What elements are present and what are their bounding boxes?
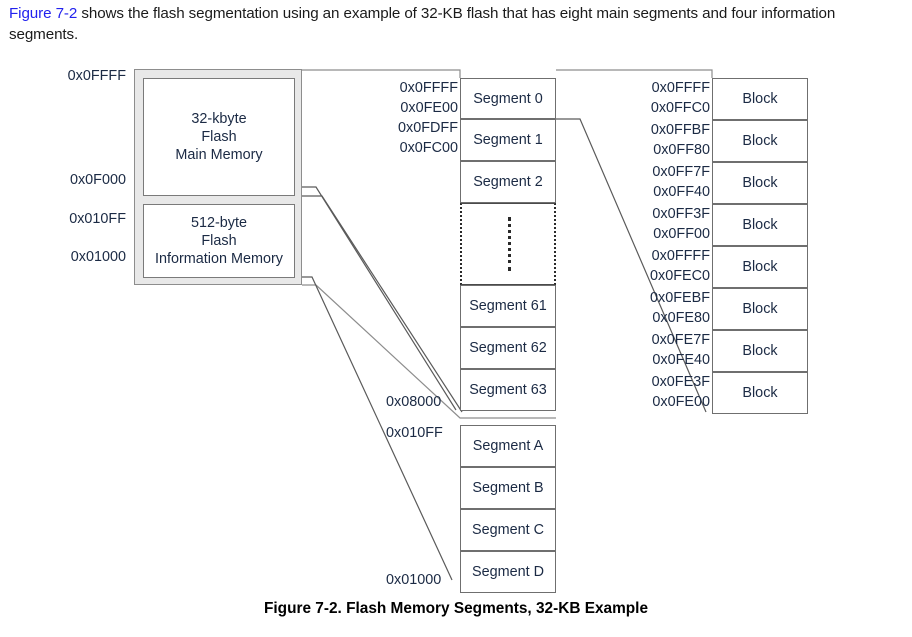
left-address-label: 0x01000: [70, 249, 126, 265]
block-cell: Block: [712, 372, 808, 414]
segment-cell: Segment 1: [460, 119, 556, 161]
info-segment-address-label: 0x010FF: [386, 425, 443, 441]
segment-cell: Segment 0: [460, 78, 556, 119]
info-memory-type: Flash: [201, 233, 237, 249]
figure-caption: Figure 7-2. Flash Memory Segments, 32-KB…: [263, 600, 649, 617]
segment-cell: Segment 62: [460, 327, 556, 369]
info-memory-size: 512-byte: [190, 215, 247, 231]
intro-body-text: shows the flash segmentation using an ex…: [9, 5, 836, 43]
block-cell: Block: [712, 120, 808, 162]
information-memory-box: 512-byte Flash Information Memory: [143, 204, 295, 278]
info-segment-cell: Segment C: [460, 509, 556, 551]
block-address-label: 0x0FE80: [652, 310, 710, 326]
main-memory-name: Main Memory: [175, 147, 263, 163]
block-address-label: 0x0FF00: [653, 226, 710, 242]
intro-paragraph: Figure 7-2 shows the flash segmentation …: [9, 3, 899, 45]
block-address-label: 0x0FFFF: [651, 248, 710, 264]
info-memory-name: Information Memory: [155, 251, 283, 267]
block-address-label: 0x0FE40: [652, 352, 710, 368]
figure-reference-link[interactable]: Figure 7-2: [9, 5, 78, 22]
segment-ellipsis-cell: [460, 203, 556, 285]
segment-cell: Segment 63: [460, 369, 556, 411]
segment-address-label: 0x08000: [386, 394, 442, 410]
main-memory-type: Flash: [201, 129, 237, 145]
segment-address-label: 0x0FFFF: [399, 80, 458, 96]
segment-address-label: 0x0FC00: [399, 140, 458, 156]
segment-address-label: 0x0FE00: [400, 100, 458, 116]
block-address-label: 0x0FE7F: [651, 332, 710, 348]
segment-cell: Segment 2: [460, 161, 556, 203]
block-address-label: 0x0FE3F: [651, 374, 710, 390]
block-cell: Block: [712, 162, 808, 204]
block-cell: Block: [712, 246, 808, 288]
block-address-label: 0x0FF3F: [652, 206, 710, 222]
info-segment-cell: Segment B: [460, 467, 556, 509]
main-memory-box: 32-kbyte Flash Main Memory: [143, 78, 295, 196]
block-address-label: 0x0FFBF: [650, 122, 710, 138]
left-address-label: 0x010FF: [69, 211, 126, 227]
block-address-label: 0x0FEC0: [650, 268, 710, 284]
segment-address-label: 0x0FDFF: [398, 120, 458, 136]
block-address-label: 0x0FEBF: [650, 290, 710, 306]
info-segment-cell: Segment A: [460, 425, 556, 467]
block-cell: Block: [712, 288, 808, 330]
block-address-label: 0x0FFFF: [651, 80, 710, 96]
block-cell: Block: [712, 330, 808, 372]
block-address-label: 0x0FF7F: [652, 164, 710, 180]
block-address-label: 0x0FE00: [652, 394, 710, 410]
block-cell: Block: [712, 204, 808, 246]
info-segment-address-label: 0x01000: [386, 572, 442, 588]
block-address-label: 0x0FF40: [653, 184, 710, 200]
left-address-label: 0x0F000: [69, 172, 126, 188]
block-address-label: 0x0FFC0: [650, 100, 710, 116]
main-memory-size: 32-kbyte: [191, 111, 247, 127]
left-address-label: 0x0FFFF: [67, 68, 126, 84]
flash-memory-container: 32-kbyte Flash Main Memory 512-byte Flas…: [134, 69, 302, 285]
block-address-label: 0x0FF80: [653, 142, 710, 158]
info-segment-cell: Segment D: [460, 551, 556, 593]
block-cell: Block: [712, 78, 808, 120]
segment-cell: Segment 61: [460, 285, 556, 327]
